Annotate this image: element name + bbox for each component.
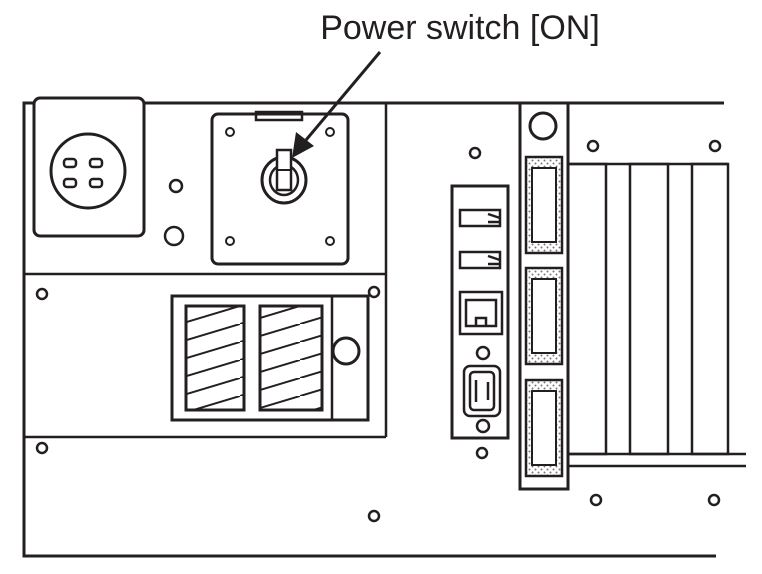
chassis-outline (22, 101, 724, 558)
screw-icon (475, 345, 491, 361)
callout-arrow (292, 51, 382, 158)
db9-serial-port-icon (462, 364, 502, 418)
fan-grille-icon (184, 304, 246, 412)
power-inlet-icon (32, 96, 146, 238)
expansion-slots (566, 139, 746, 507)
fan-grille-icon (258, 304, 324, 412)
fan-module (170, 294, 370, 422)
lan-port-icon (524, 378, 564, 478)
lan-port-icon (524, 155, 564, 255)
usb-port-icon (458, 250, 502, 270)
toggle-switch-icon (260, 148, 308, 205)
screw-icon (707, 493, 721, 507)
screw-icon (708, 139, 722, 153)
lan-port-icon (458, 290, 504, 336)
usb-port-icon (458, 208, 502, 228)
screw-icon (475, 418, 491, 434)
io-panel (450, 184, 510, 460)
screw-icon (586, 139, 600, 153)
power-switch-plate (210, 110, 350, 266)
screw-icon (475, 446, 489, 460)
expansion-card (518, 101, 570, 491)
lan-port-icon (524, 266, 564, 366)
screw-icon (35, 146, 482, 523)
power-switch-callout-label: Power switch [ON] (320, 9, 600, 47)
screw-icon (589, 493, 603, 507)
